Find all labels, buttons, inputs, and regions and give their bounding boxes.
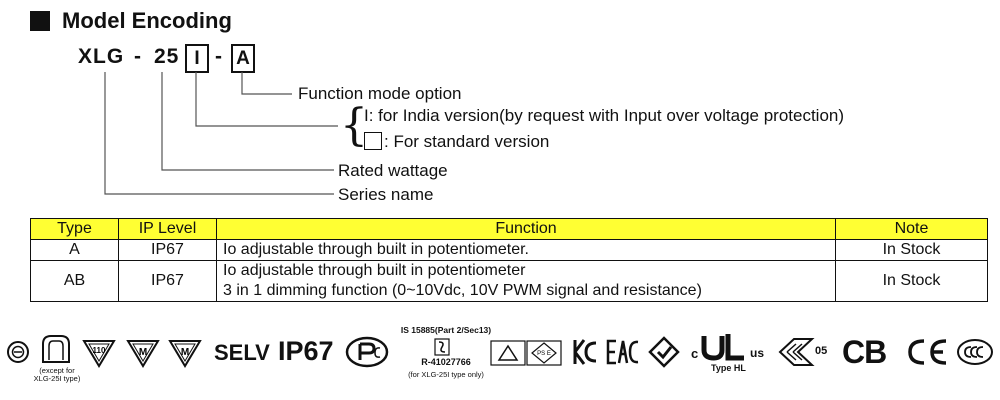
selv-mark: SELV bbox=[214, 340, 270, 365]
cell-function: Io adjustable through built in potentiom… bbox=[216, 239, 836, 261]
code-dash-2: - bbox=[215, 45, 223, 68]
standard-version-label: : For standard version bbox=[364, 132, 549, 152]
india-version-label: I: for India version(by request with Inp… bbox=[364, 106, 845, 125]
ccc-05-mark-icon bbox=[778, 338, 815, 366]
enec-logo-icon bbox=[7, 341, 29, 363]
header-ip-level: IP Level bbox=[118, 218, 217, 240]
connector-lines bbox=[104, 72, 338, 195]
ul-recognized-icon bbox=[701, 334, 744, 361]
triangle-m-icon: M bbox=[126, 340, 160, 368]
triangle-mm-icon: M bbox=[168, 340, 202, 368]
header-type: Type bbox=[30, 218, 119, 240]
pse-mark-icon: PS E bbox=[490, 340, 562, 366]
svg-text:PS E: PS E bbox=[537, 351, 551, 357]
cell-note: In Stock bbox=[835, 239, 988, 261]
code-option-box-1: I bbox=[185, 44, 209, 73]
bis-mark-icon bbox=[434, 338, 450, 356]
table-row: A IP67 Io adjustable through built in po… bbox=[30, 239, 988, 261]
svg-text:M: M bbox=[181, 347, 189, 358]
heading-text: Model Encoding bbox=[62, 8, 232, 33]
rated-wattage-label: Rated wattage bbox=[338, 161, 448, 180]
connector-function-mode bbox=[241, 72, 292, 95]
triangle-110-icon: 110 bbox=[82, 340, 116, 368]
brace-symbol: { bbox=[340, 100, 368, 151]
bis-note-text: (for XLG-25I type only) bbox=[408, 370, 484, 379]
square-bullet-icon bbox=[30, 11, 50, 31]
ccc-05-text: 05 bbox=[815, 345, 828, 357]
bis-standard-text: IS 15885(Part 2/Sec13) bbox=[400, 325, 492, 335]
code-option-box-2: A bbox=[231, 44, 255, 73]
connector-wattage bbox=[161, 72, 334, 171]
blank-option-box bbox=[364, 132, 382, 150]
code-dash-1: - bbox=[134, 45, 142, 68]
insulation-mark-icon bbox=[42, 335, 70, 363]
code-series: XLG bbox=[78, 45, 125, 68]
cell-type: AB bbox=[30, 260, 119, 302]
ul-type-text: Type HL bbox=[711, 363, 746, 373]
function-table: Type IP Level Function Note A IP67 Io ad… bbox=[30, 218, 988, 302]
cell-function: Io adjustable through built in potentiom… bbox=[216, 260, 836, 302]
connector-option bbox=[195, 72, 338, 127]
code-wattage: 25 bbox=[154, 45, 180, 68]
rcm-mark-icon bbox=[648, 336, 680, 368]
function-mode-label: Function mode option bbox=[298, 84, 462, 103]
cell-ip: IP67 bbox=[118, 260, 217, 302]
series-name-label: Series name bbox=[338, 185, 434, 204]
eac-mark-icon bbox=[606, 339, 639, 365]
header-function: Function bbox=[216, 218, 836, 240]
cell-type: A bbox=[30, 239, 119, 261]
header-note: Note bbox=[835, 218, 988, 240]
cb-mark: CB bbox=[842, 334, 887, 370]
svg-text:110: 110 bbox=[93, 346, 106, 355]
svg-text:M: M bbox=[139, 347, 147, 358]
kc-mark-icon bbox=[573, 339, 597, 365]
ip67-mark: IP67 bbox=[278, 336, 334, 366]
ul-us-text: us bbox=[750, 346, 765, 360]
connector-series bbox=[104, 72, 334, 195]
table-header-row: Type IP Level Function Note bbox=[30, 218, 988, 240]
bis-code-text: R-41027766 bbox=[421, 357, 471, 367]
table-row: AB IP67 Io adjustable through built in p… bbox=[30, 260, 988, 302]
ce-mark-icon bbox=[908, 339, 947, 365]
ul-c-text: c bbox=[691, 346, 699, 361]
ccc-mark-icon bbox=[957, 339, 993, 365]
cell-ip: IP67 bbox=[118, 239, 217, 261]
pfc-logo-icon bbox=[345, 336, 389, 368]
model-encoding-heading: Model Encoding bbox=[30, 8, 232, 34]
cell-note: In Stock bbox=[835, 260, 988, 302]
